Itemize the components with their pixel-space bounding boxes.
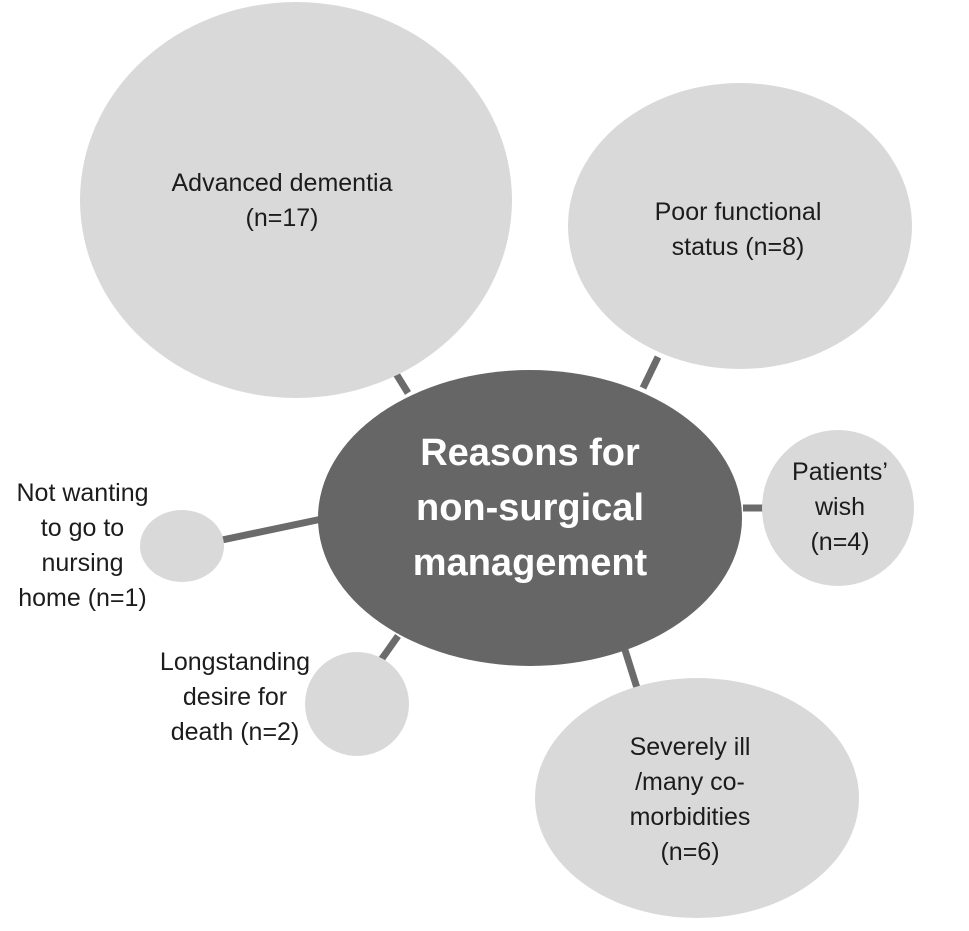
connector-not-wanting-nursing-home — [221, 515, 323, 544]
label-line: (n=6) — [660, 838, 720, 866]
label-line: Poor functional — [654, 198, 822, 226]
label-line: wish — [814, 493, 865, 521]
connector-poor-functional-status — [639, 355, 662, 390]
label-longstanding-desire: Longstanding desire for death (n=2) — [140, 645, 330, 750]
label-patients-wish: Patients’ wish (n=4) — [770, 455, 910, 560]
label-line: nursing — [41, 549, 124, 577]
center-title-line-3: management — [412, 542, 648, 584]
label-line: home (n=1) — [18, 584, 147, 612]
label-line: to go to — [40, 514, 125, 542]
label-line: desire for — [182, 683, 288, 711]
label-line: status (n=8) — [671, 233, 805, 261]
bubble-not-wanting-nursing-home — [140, 510, 224, 582]
connector-advanced-dementia — [392, 370, 411, 395]
label-line: (n=17) — [245, 204, 319, 232]
label-line: morbidities — [629, 803, 751, 831]
label-line: Not wanting — [16, 479, 149, 507]
center-title-line-2: non-surgical — [415, 487, 645, 529]
bubble-longstanding-desire — [305, 652, 409, 756]
label-line: Patients’ — [792, 458, 888, 486]
label-advanced-dementia: Advanced dementia (n=17) — [132, 166, 432, 236]
center-bubble — [318, 370, 742, 666]
bubble-patients-wish — [762, 430, 914, 586]
label-line: Advanced dementia — [171, 169, 393, 197]
label-line: death (n=2) — [170, 718, 300, 746]
label-poor-functional-status: Poor functional status (n=8) — [608, 195, 868, 265]
label-line: Longstanding — [159, 648, 311, 676]
label-not-wanting-nursing-home: Not wanting to go to nursing home (n=1) — [0, 476, 165, 616]
center-title: Reasons for non-surgical management — [370, 426, 690, 591]
label-severely-ill: Severely ill /many co- morbidities (n=6) — [590, 730, 790, 870]
connector-longstanding-desire — [378, 633, 401, 663]
connector-severely-ill — [621, 648, 641, 690]
center-title-line-1: Reasons for — [420, 432, 640, 474]
label-line: /many co- — [635, 768, 745, 796]
label-line: Severely ill — [629, 733, 751, 761]
bubble-severely-ill — [535, 678, 859, 918]
bubble-poor-functional-status — [568, 83, 912, 369]
label-line: (n=4) — [810, 528, 870, 556]
bubble-advanced-dementia — [80, 2, 512, 398]
